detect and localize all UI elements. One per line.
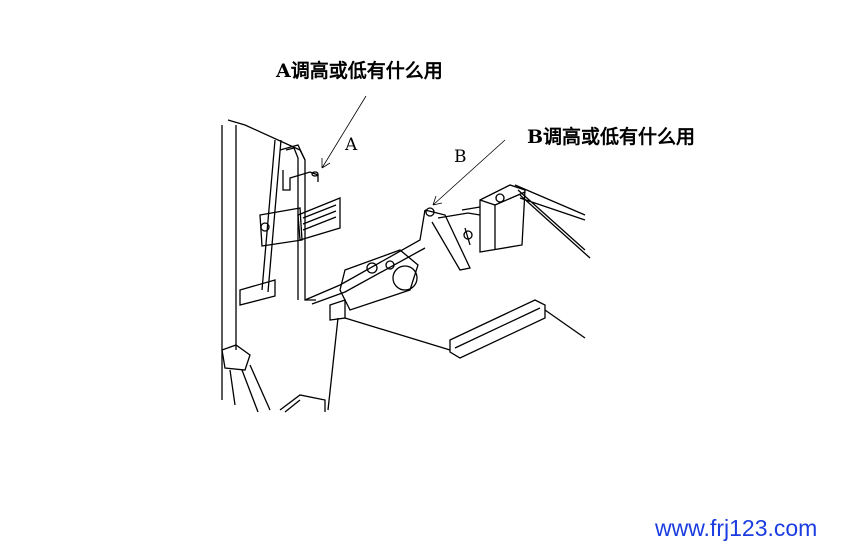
- watermark: www.frj123.com: [655, 515, 818, 541]
- lower-bracket: [279, 299, 586, 413]
- thread-guide-b: [424, 184, 591, 271]
- thread-guide-a: [239, 139, 341, 306]
- question-b-label: B调高或低有什么用: [527, 126, 696, 148]
- thread-stand-post: [221, 119, 306, 413]
- pointer-arrows: [321, 95, 506, 206]
- tension-arm: [304, 209, 451, 411]
- question-a-label: A调高或低有什么用: [276, 60, 443, 82]
- point-b-label: B: [454, 147, 467, 167]
- point-a-label: A: [345, 135, 358, 155]
